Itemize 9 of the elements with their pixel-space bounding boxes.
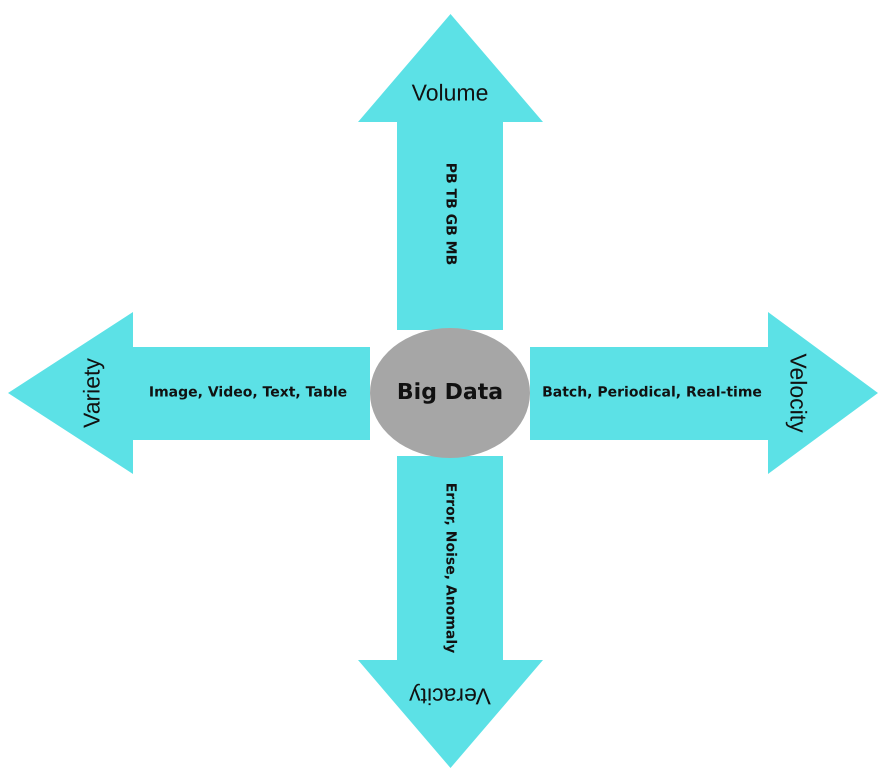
center-label: Big Data: [396, 380, 504, 406]
arrow-text: Error, Noise, Anomaly: [442, 482, 458, 654]
arrow-text: Batch, Periodical, Real-time: [542, 385, 762, 401]
arrow-heading: Velocity: [785, 353, 811, 433]
arrow-text: Image, Video, Text, Table: [148, 385, 348, 401]
arrow-heading: Veracity: [409, 683, 491, 709]
arrow-heading: Volume: [412, 80, 488, 106]
arrow-heading: Variety: [79, 358, 105, 428]
arrow-text: PB TB GB MB: [442, 162, 458, 266]
